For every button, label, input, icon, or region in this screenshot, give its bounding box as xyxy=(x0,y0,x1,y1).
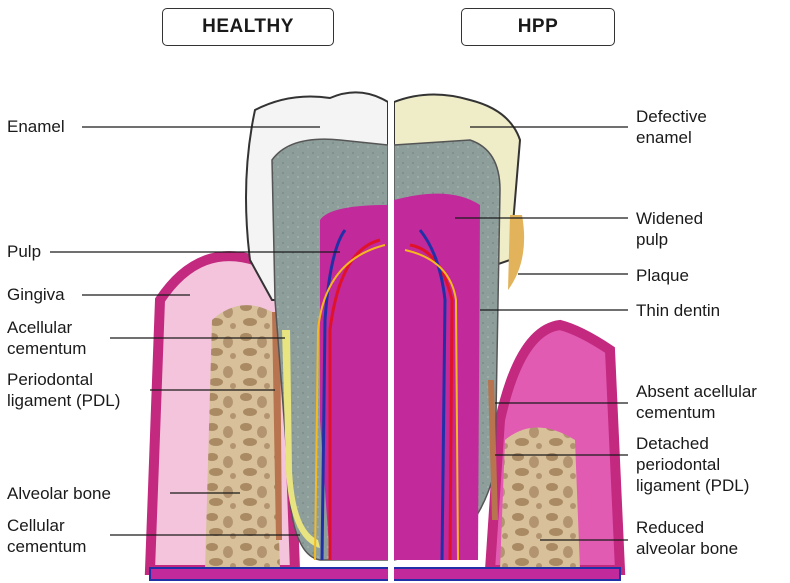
label-cellular-cementum: Cellular cementum xyxy=(7,515,86,557)
plaque xyxy=(508,215,524,290)
alveolar-bone-left xyxy=(205,305,280,570)
label-acellular-cementum: Acellular cementum xyxy=(7,317,86,359)
healthy-side xyxy=(150,92,388,570)
label-detached-pdl: Detached periodontal ligament (PDL) xyxy=(636,433,749,496)
label-plaque: Plaque xyxy=(636,265,689,286)
label-pulp: Pulp xyxy=(7,241,41,262)
label-reduced-alveolar-bone: Reduced alveolar bone xyxy=(636,517,738,559)
pulp-right xyxy=(394,194,480,560)
hpp-side xyxy=(394,94,620,570)
label-defective-enamel: Defective enamel xyxy=(636,106,707,148)
label-widened-pulp: Widened pulp xyxy=(636,208,703,250)
alveolar-bone-right xyxy=(500,428,580,571)
hpp-header: HPP xyxy=(461,8,615,46)
label-absent-acellular-cementum: Absent acellular cementum xyxy=(636,381,757,423)
healthy-header: HEALTHY xyxy=(162,8,334,46)
label-alveolar-bone: Alveolar bone xyxy=(7,483,111,504)
label-enamel: Enamel xyxy=(7,116,65,137)
base-strip xyxy=(150,568,620,580)
center-divider xyxy=(388,90,394,583)
label-pdl: Periodontal ligament (PDL) xyxy=(7,369,120,411)
label-thin-dentin: Thin dentin xyxy=(636,300,720,321)
label-gingiva: Gingiva xyxy=(7,284,65,305)
